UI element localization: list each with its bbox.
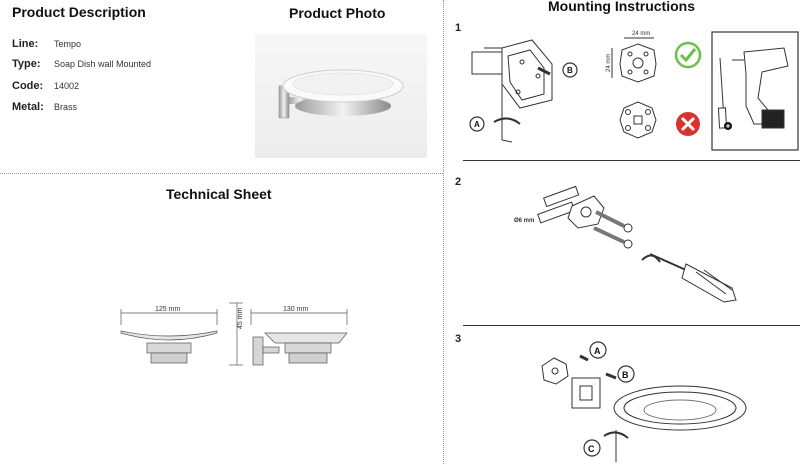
spec-row-type: Type: Soap Dish wall Mounted (12, 58, 151, 70)
step-3-number: 3 (455, 333, 462, 345)
step-1-illustration: A B 24 mm 24 mm (469, 31, 799, 151)
product-photo (255, 34, 427, 158)
step-divider-2 (463, 325, 800, 326)
spec-key: Line: (12, 38, 39, 50)
dim-height: 45 mm (237, 307, 244, 329)
mounting-heading: Mounting Instructions (548, 0, 695, 14)
technical-drawing: 125 mm 130 mm 45 mm (120, 302, 348, 366)
spec-key: Code: (12, 80, 44, 92)
spec-value: Tempo (54, 39, 82, 49)
spec-value: 14002 (54, 81, 80, 91)
dim-depth: 130 mm (283, 306, 308, 313)
step-1-label-b: B (567, 66, 573, 75)
spec-row-metal: Metal: Brass (12, 101, 77, 113)
step-1-label-a: A (474, 120, 480, 129)
spec-row-line: Line: Tempo (12, 38, 81, 50)
step-1-dim-h: 24 mm (606, 54, 612, 72)
vertical-divider (443, 0, 444, 464)
spec-value: Brass (54, 102, 78, 112)
dim-width-front: 125 mm (155, 306, 180, 313)
step-3-label-c: C (588, 444, 595, 454)
spec-value: Soap Dish wall Mounted (54, 59, 152, 69)
technical-sheet-heading: Technical Sheet (166, 186, 272, 202)
step-1-dim-w: 24 mm (632, 31, 650, 37)
product-description-heading: Product Description (12, 4, 146, 20)
spec-row-code: Code: 14002 (12, 80, 79, 92)
spec-key: Type: (12, 58, 41, 70)
step-2-drill-size: Ø6 mm (514, 218, 534, 224)
product-photo-heading: Product Photo (289, 5, 386, 21)
step-3-label-a: A (594, 346, 601, 356)
check-icon (674, 41, 702, 69)
step-3-label-b: B (622, 370, 629, 380)
spec-key: Metal: (12, 101, 44, 113)
step-1-number: 1 (455, 22, 462, 34)
horizontal-divider (0, 173, 443, 174)
step-divider-1 (463, 160, 800, 161)
step-2-number: 2 (455, 176, 462, 188)
step-3-illustration: A B C (541, 341, 747, 462)
step-2-illustration: Ø6 mm (514, 185, 737, 303)
